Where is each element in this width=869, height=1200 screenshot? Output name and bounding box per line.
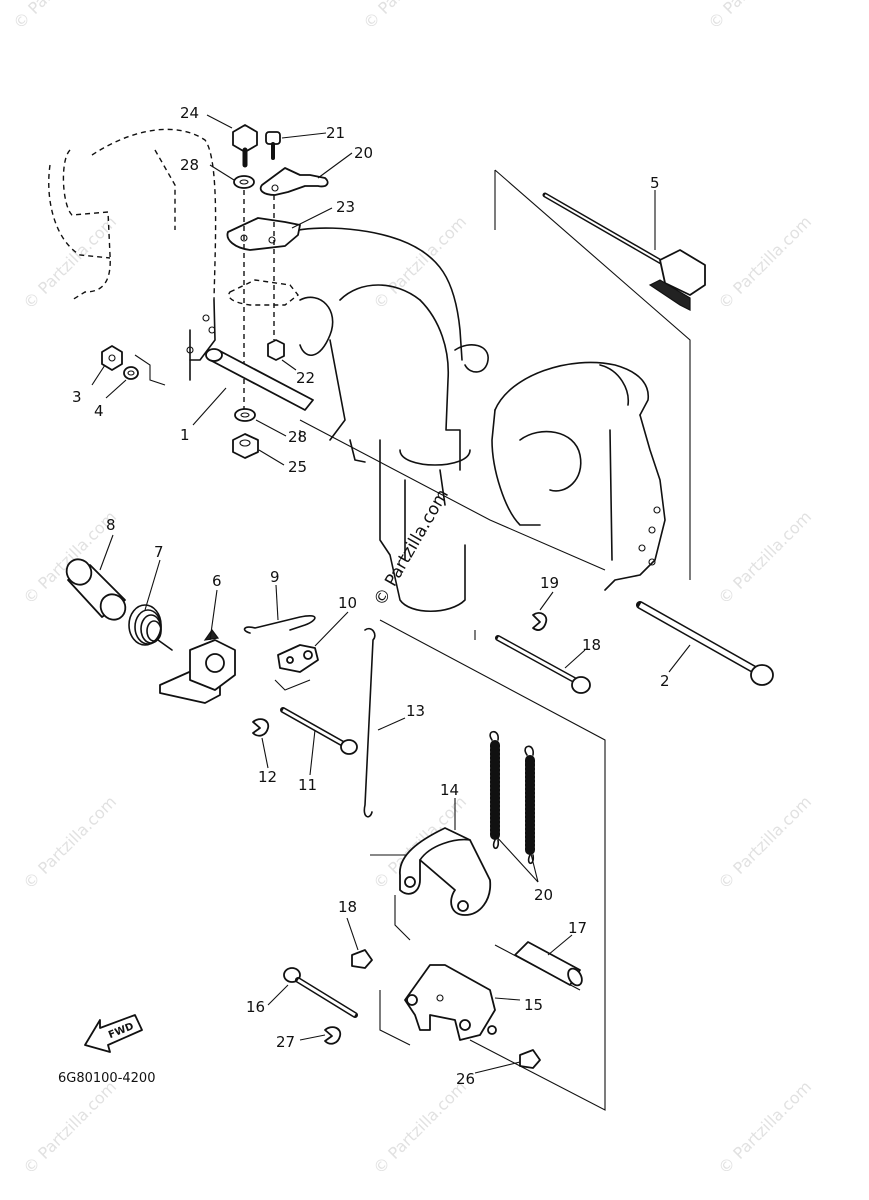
swivel-bracket (281, 227, 489, 612)
callout-label: 1 (180, 426, 190, 444)
callout-label: 20 (534, 886, 553, 904)
part-24-nut (267, 339, 285, 361)
leader-lines (91, 114, 691, 1074)
part-22-plate (259, 167, 329, 196)
callout-label: 10 (338, 594, 357, 612)
watermark: © Partzilla.com (714, 212, 815, 313)
callout-label: 28 (180, 156, 199, 174)
part-10-lever (277, 644, 319, 673)
part-5-pin (542, 192, 706, 311)
callout-label: 21 (326, 124, 345, 142)
callout-label: 17 (568, 919, 587, 937)
watermark: © Partzilla.com (714, 792, 815, 893)
callout-label: 25 (288, 458, 307, 476)
watermark: © Partzilla.com (714, 507, 815, 608)
part-7-spring (128, 604, 173, 651)
watermark: © Partzilla.com (9, 0, 110, 33)
watermark: © Partzilla.com (359, 0, 460, 33)
part-20-clip-top (532, 612, 548, 631)
watermark: © Partzilla.com (704, 0, 805, 33)
callout-label: 23 (336, 198, 355, 216)
callout-label: 9 (270, 568, 280, 586)
guide-lines (134, 169, 691, 1111)
callout-label: 26 (456, 1070, 475, 1088)
part-12-clip (252, 718, 270, 737)
part-2-bolt (636, 601, 774, 686)
part-27-nut (232, 433, 259, 459)
watermark: © Partzilla.com (714, 1077, 815, 1178)
callout-label: 12 (258, 768, 277, 786)
watermark: © Partzilla.com (369, 1077, 470, 1178)
part-9-wire (243, 615, 316, 634)
part-3-nut (101, 345, 123, 371)
part-26-bolt (232, 124, 258, 168)
callout-label: 13 (406, 702, 425, 720)
watermark: © Partzilla.com (19, 212, 120, 313)
part-25-plate (226, 217, 301, 251)
callouts: 24 21 28 20 23 5 3 4 1 28 25 22 8 7 6 9 … (72, 104, 670, 1088)
callout-label: 5 (650, 174, 660, 192)
callout-label: 20 (354, 144, 373, 162)
center-watermark: © Partzilla.com (370, 486, 453, 610)
callout-label: 18 (582, 636, 601, 654)
callout-label: 15 (524, 996, 543, 1014)
part-6-lever (159, 628, 236, 704)
part-11-pin (280, 707, 358, 755)
fwd-arrow-icon: FWD (84, 1014, 143, 1053)
callout-label: 7 (154, 543, 164, 561)
callout-label: 4 (94, 402, 104, 420)
watermark: © Partzilla.com (19, 1077, 120, 1178)
part-15-bracket (404, 964, 497, 1041)
callout-label: 22 (296, 369, 315, 387)
callout-label: 24 (180, 104, 199, 122)
part-28-washer-bottom (234, 408, 256, 422)
part-23-screw (265, 131, 281, 160)
part-19-pin (495, 635, 591, 694)
callout-label: 19 (540, 574, 559, 592)
part-8-sleeve (65, 558, 127, 621)
part-18-clip-bottom (519, 1049, 541, 1069)
diagram-code: 6G80100-4200 (58, 1071, 155, 1086)
callout-label: 6 (212, 572, 222, 590)
callout-label: 11 (298, 776, 317, 794)
part-28-washer-top (233, 175, 255, 189)
callout-label: 14 (440, 781, 459, 799)
part-18-clip-top (351, 949, 373, 969)
part-21-springs (489, 730, 535, 865)
watermark: © Partzilla.com (19, 792, 120, 893)
part-20-clip-bottom (324, 1026, 342, 1045)
callout-label: 18 (338, 898, 357, 916)
part-16-bolt (283, 967, 358, 1018)
part-17-sleeve (514, 941, 583, 987)
callout-label: 8 (106, 516, 116, 534)
part-1-tube (205, 348, 314, 411)
clamp-bracket-ghost (48, 128, 217, 381)
part-4-washer (123, 366, 139, 380)
callout-label: 2 (660, 672, 670, 690)
part-13-rod (363, 627, 376, 818)
callout-label: 28 (288, 428, 307, 446)
callout-label: 3 (72, 388, 82, 406)
callout-label: 16 (246, 998, 265, 1016)
part-14-bracket (399, 827, 492, 916)
callout-label: 27 (276, 1033, 295, 1051)
clamp-bracket-right (491, 361, 666, 591)
